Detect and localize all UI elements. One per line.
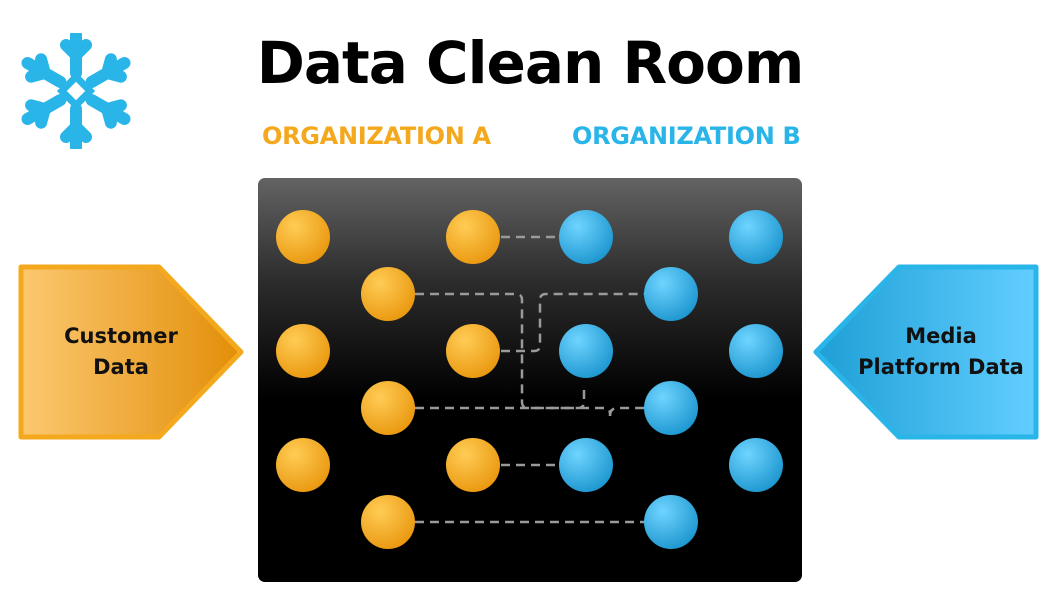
org-a-node	[361, 381, 415, 435]
snowflake-logo-icon	[21, 33, 131, 149]
organization-a-nodes	[276, 210, 500, 549]
clean-room-graphic	[276, 210, 783, 549]
org-a-node	[361, 495, 415, 549]
org-b-node	[559, 438, 613, 492]
org-b-node	[729, 210, 783, 264]
org-b-node	[559, 324, 613, 378]
org-b-node	[729, 324, 783, 378]
customer-data-source: Customer Data	[16, 262, 246, 442]
organization-a-label: ORGANIZATION A	[262, 122, 491, 150]
org-a-node	[446, 210, 500, 264]
org-b-node	[644, 267, 698, 321]
customer-data-line-2: Data	[93, 355, 149, 379]
org-b-node	[729, 438, 783, 492]
customer-data-line-1: Customer	[64, 324, 178, 348]
org-a-node	[276, 210, 330, 264]
media-platform-line-1: Media	[905, 324, 977, 348]
org-a-node	[361, 267, 415, 321]
org-b-node	[644, 495, 698, 549]
org-b-node	[644, 381, 698, 435]
organization-b-label: ORGANIZATION B	[572, 122, 801, 150]
org-a-node	[276, 324, 330, 378]
org-b-node	[559, 210, 613, 264]
connector-lines	[415, 235, 668, 524]
connector-org-a-row3-to-b-row2	[501, 292, 668, 353]
org-a-node	[276, 438, 330, 492]
page-title: Data Clean Room	[256, 29, 805, 97]
media-platform-data-source: Media Platform Data	[811, 262, 1041, 442]
org-a-node	[446, 324, 500, 378]
org-a-node	[446, 438, 500, 492]
connector-org-a-row2-to-b-row3	[415, 292, 586, 410]
orange-arrow-shape	[18, 264, 244, 440]
clean-room-panel	[258, 178, 802, 582]
media-platform-line-2: Platform Data	[858, 355, 1024, 379]
blue-arrow-shape	[813, 264, 1039, 440]
organization-b-nodes	[559, 210, 783, 549]
